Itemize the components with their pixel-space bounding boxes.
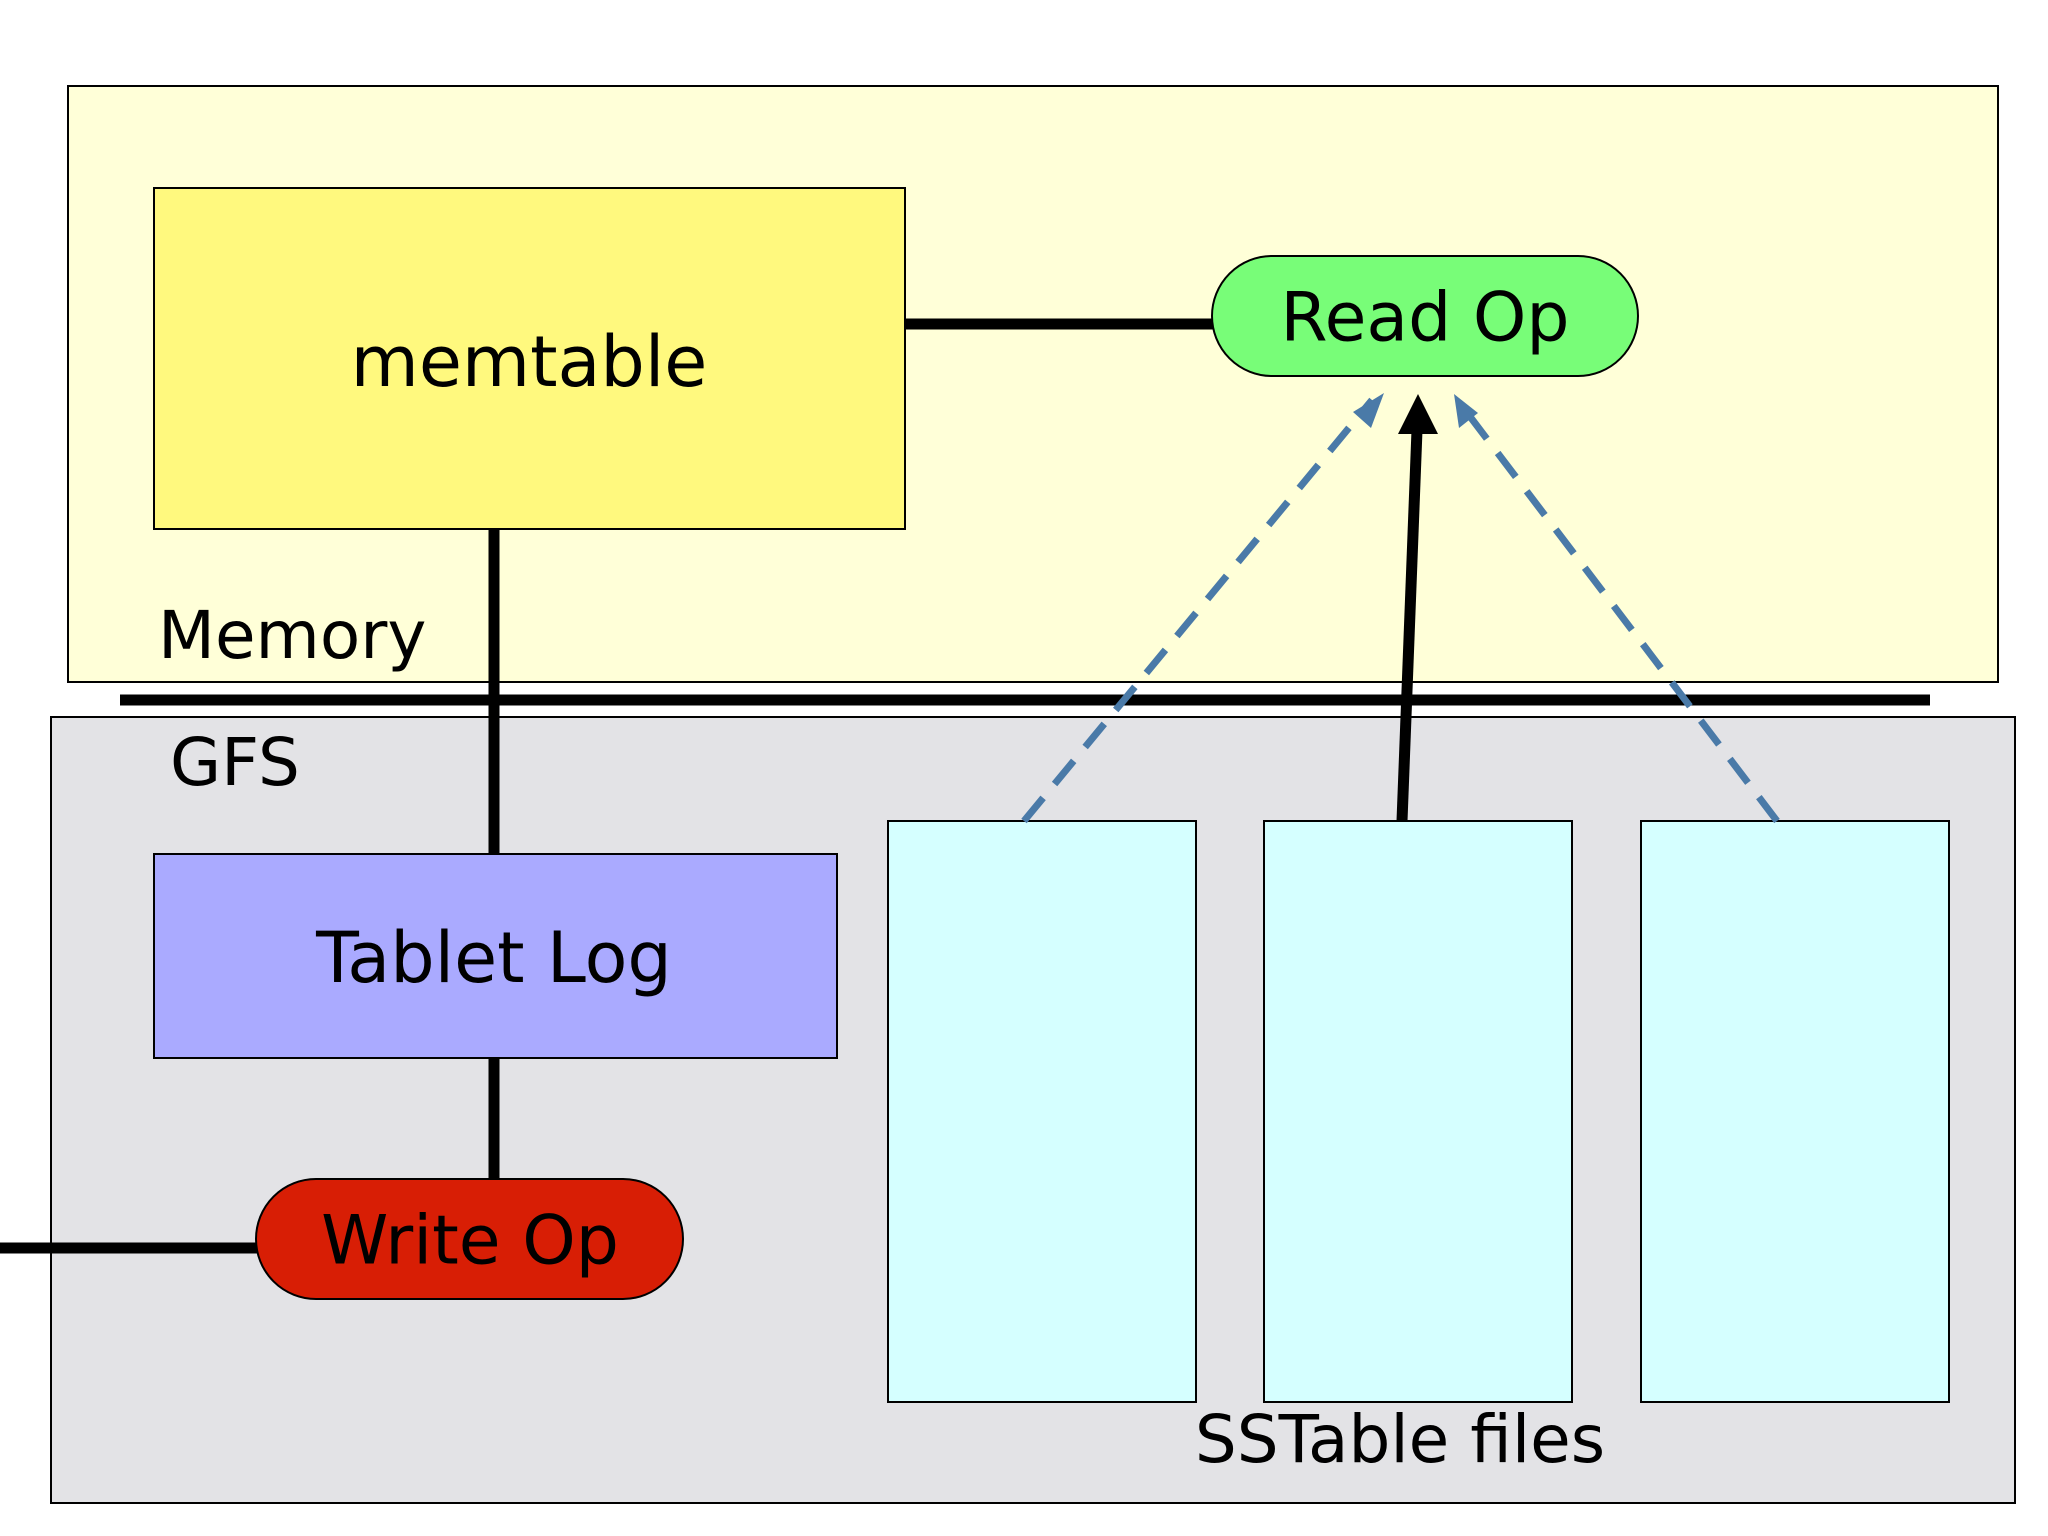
sstable-3-read-arrow [1462, 407, 1780, 824]
write-op-label: Write Op [321, 1202, 619, 1281]
read-op-label: Read Op [1280, 279, 1569, 358]
tablet-log-box [153, 853, 838, 1059]
sstable-1-arrowhead [1353, 393, 1384, 428]
sstable-file-1 [887, 820, 1197, 1403]
sstable-2-read-arrow [1396, 429, 1423, 822]
write-op-pill [255, 1178, 684, 1300]
sstable-3-arrowhead [1454, 394, 1478, 428]
tablet-log-label: Tablet Log [315, 917, 672, 999]
sstable-files-label: SSTable files [1195, 1401, 1605, 1478]
sstable-file-3 [1640, 820, 1950, 1403]
memtable-label: memtable [351, 321, 708, 403]
gfs-label: GFS [170, 724, 300, 801]
sstable-file-2 [1263, 820, 1573, 1403]
sstable-1-read-arrow [1021, 397, 1375, 824]
memory-label: Memory [158, 597, 426, 674]
memtable-box [153, 187, 906, 530]
read-op-pill [1211, 255, 1639, 377]
sstable-2-arrowhead [1398, 394, 1438, 434]
